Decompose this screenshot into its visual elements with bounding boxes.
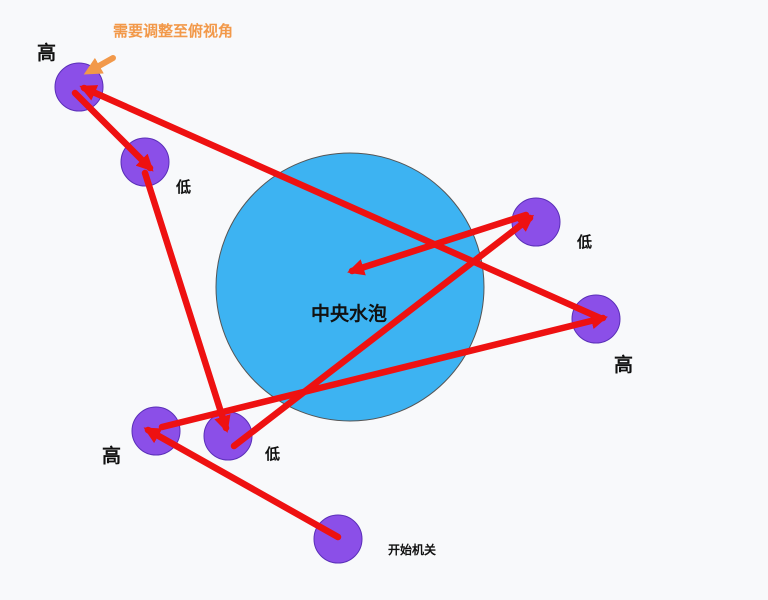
node-n4-label: 高 (614, 354, 634, 376)
arrow-n1-to-n2 (71, 89, 154, 172)
note-arrow (83, 55, 116, 75)
node-n3 (511, 197, 561, 247)
arrow-n5-to-n3 (230, 214, 535, 450)
node-n6-label: 高 (102, 445, 122, 467)
node-n2-label: 低 (176, 178, 192, 196)
node-n5-label: 低 (265, 445, 281, 463)
arrow-n3-to-center (347, 211, 530, 276)
arrow-n2-to-n5 (141, 169, 231, 433)
center-bubble-label: 中央水泡 (311, 303, 388, 325)
arrow-n6-to-n4 (158, 312, 608, 431)
node-n3-label: 低 (577, 233, 593, 251)
arrow-start-to-n6 (143, 426, 342, 541)
node-n7-label: 开始机关 (388, 543, 437, 557)
note-text: 需要调整至俯视角 (113, 22, 234, 40)
center-bubble (215, 152, 485, 422)
arrow-n4-to-n1 (79, 84, 604, 322)
node-n1-label: 高 (37, 42, 57, 64)
